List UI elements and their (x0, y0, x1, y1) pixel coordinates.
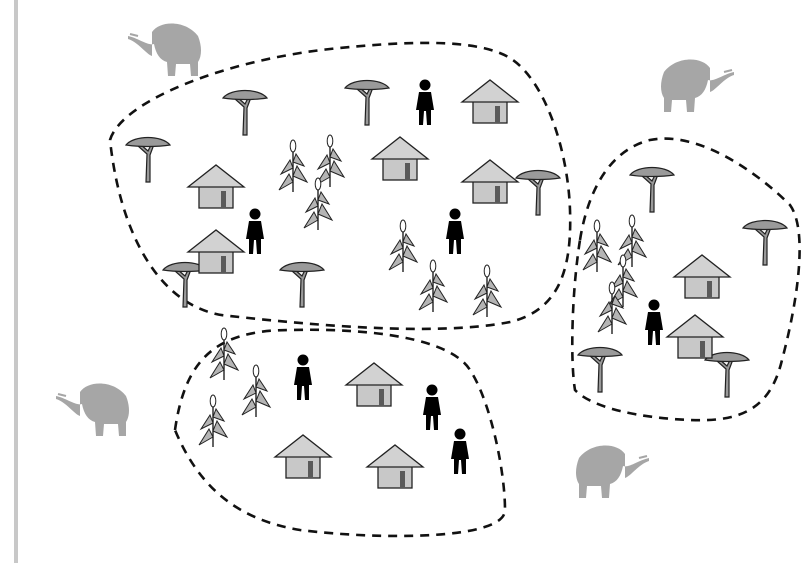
acacia-tree-icon (577, 346, 623, 393)
person-icon (451, 428, 469, 474)
maize-plant-icon (278, 139, 308, 193)
person-icon (294, 354, 312, 400)
acacia-tree-icon (344, 79, 390, 126)
acacia-tree-icon (279, 261, 325, 308)
elephant-icon (127, 22, 202, 78)
acacia-tree-icon (515, 169, 561, 216)
acacia-tree-icon (742, 219, 788, 266)
person-icon (423, 384, 441, 430)
acacia-tree-icon (125, 136, 171, 183)
region-boundary-large (108, 41, 572, 331)
maize-plant-icon (472, 264, 502, 318)
hut-icon (366, 444, 424, 489)
hut-icon (187, 164, 245, 209)
elephant-icon (575, 444, 650, 499)
acacia-tree-icon (704, 351, 750, 398)
hut-icon (461, 159, 519, 204)
person-icon (446, 208, 464, 254)
elephant-icon (660, 58, 735, 114)
acacia-tree-icon (222, 89, 268, 136)
maize-plant-icon (198, 394, 228, 448)
hut-icon (461, 79, 519, 124)
region-boundary-lower (173, 328, 507, 538)
maize-plant-icon (388, 219, 418, 273)
hut-icon (345, 362, 403, 407)
hut-icon (371, 136, 429, 181)
acacia-tree-icon (629, 166, 675, 213)
maize-plant-icon (582, 219, 612, 273)
maize-plant-icon (303, 177, 333, 231)
maize-plant-icon (241, 364, 271, 418)
person-icon (246, 208, 264, 254)
person-icon (645, 299, 663, 345)
maize-plant-icon (597, 281, 627, 335)
hut-icon (673, 254, 731, 299)
person-icon (416, 79, 434, 125)
maize-plant-icon (209, 327, 239, 381)
maize-plant-icon (418, 259, 448, 313)
region-boundary-right (570, 137, 801, 422)
elephant-icon (55, 382, 130, 437)
hut-icon (666, 314, 724, 359)
maize-plant-icon (608, 254, 638, 308)
hut-icon (274, 434, 332, 479)
